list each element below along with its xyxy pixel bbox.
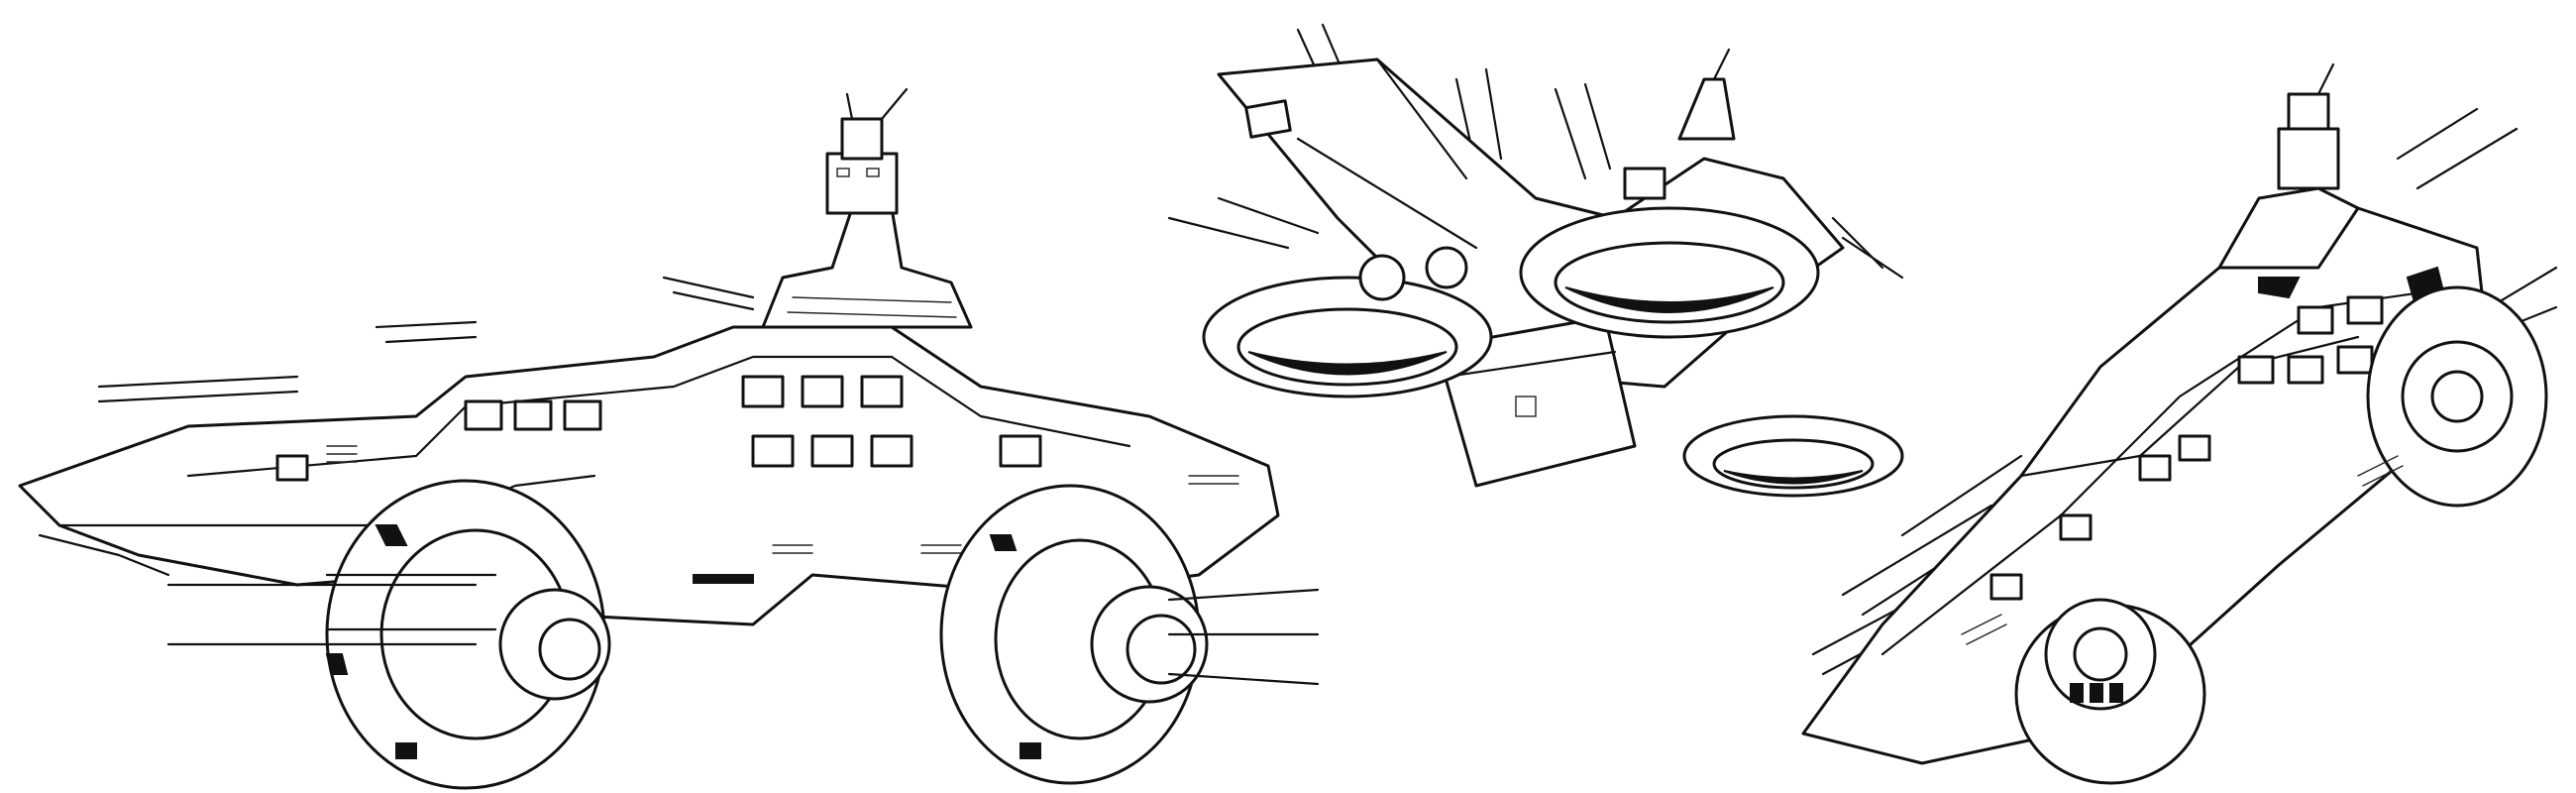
side-view-drawing [0, 59, 1347, 793]
upper-cannon-barrels [97, 276, 755, 403]
side-turrets [464, 375, 1042, 468]
bridge-tower [761, 87, 973, 329]
port-wheel-pod [2014, 598, 2206, 785]
bridge-tower-3q [2217, 62, 2449, 314]
front-three-quarter-view-drawing [1764, 40, 2566, 793]
starboard-wheel-pod [2366, 285, 2548, 508]
front-wheel-pod [939, 484, 1320, 785]
underside-view-drawing [1149, 20, 1932, 515]
thrust-disc-left [1202, 276, 1493, 398]
hull-vents [326, 445, 1239, 554]
rear-wheel-pod [166, 479, 611, 790]
thrust-disc-right [1682, 414, 1904, 498]
thrust-disc-center [1519, 206, 1820, 339]
